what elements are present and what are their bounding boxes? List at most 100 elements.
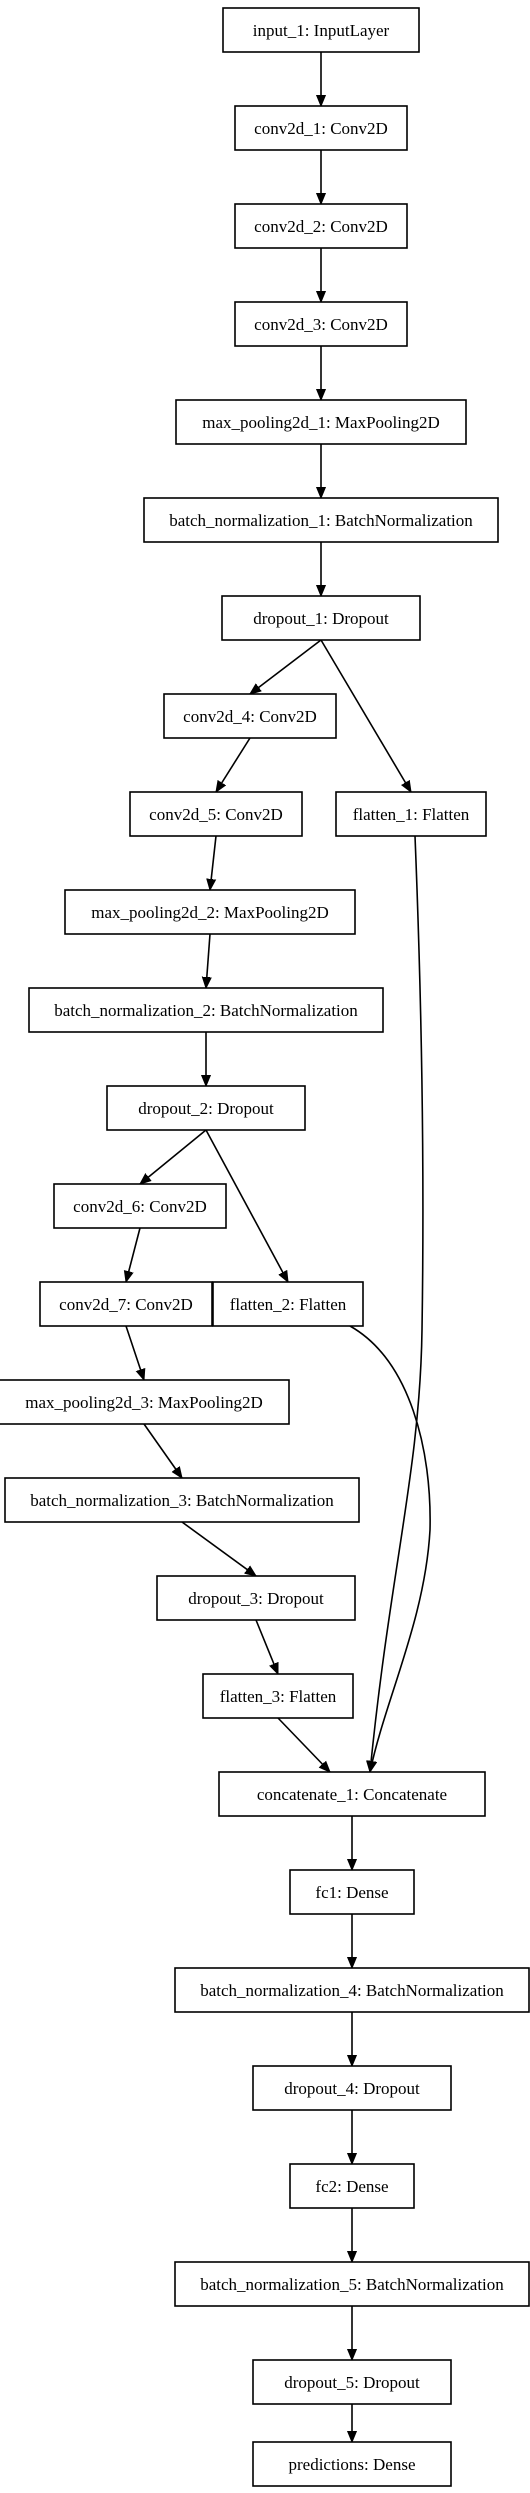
layer-label: batch_normalization_1: BatchNormalizatio… [169,511,473,530]
layer-label: batch_normalization_5: BatchNormalizatio… [200,2275,504,2294]
layer-box [289,2163,415,2209]
layer-box [252,2359,452,2405]
layer-box [252,2441,452,2487]
layer-node-max-pooling2d-1: max_pooling2d_1: MaxPooling2D [175,399,467,445]
edges-layer [125,52,431,2442]
layer-box [289,1869,415,1915]
layer-box [64,889,356,935]
layer-label: batch_normalization_2: BatchNormalizatio… [54,1001,358,1020]
layer-box [212,1281,364,1327]
edge-flatten-1-to-concatenate-1 [370,835,424,1772]
layer-node-dropout-4: dropout_4: Dropout [252,2065,452,2111]
layer-node-conv2d-2: conv2d_2: Conv2D [234,203,408,249]
layer-node-flatten-1: flatten_1: Flatten [335,791,487,837]
layer-label: flatten_1: Flatten [353,805,470,824]
layer-label: fc2: Dense [315,2177,388,2196]
layer-node-batch-normalization-3: batch_normalization_3: BatchNormalizatio… [4,1477,360,1523]
layer-label: input_1: InputLayer [253,21,390,40]
layer-box [202,1673,354,1719]
layer-label: flatten_2: Flatten [230,1295,347,1314]
layer-node-predictions: predictions: Dense [252,2441,452,2487]
layer-node-dropout-2: dropout_2: Dropout [106,1085,306,1131]
edge-max-pooling2d-2-to-batch-normalization-2 [206,933,210,988]
layer-box [4,1477,360,1523]
layer-node-batch-normalization-5: batch_normalization_5: BatchNormalizatio… [174,2261,530,2307]
layer-node-batch-normalization-4: batch_normalization_4: BatchNormalizatio… [174,1967,530,2013]
edge-dropout-2-to-conv2d-6 [140,1129,207,1184]
layer-node-conv2d-3: conv2d_3: Conv2D [234,301,408,347]
layer-label: dropout_4: Dropout [284,2079,420,2098]
layer-node-conv2d-6: conv2d_6: Conv2D [53,1183,227,1229]
edge-conv2d-7-to-max-pooling2d-3 [125,1325,144,1380]
layer-node-dropout-3: dropout_3: Dropout [156,1575,356,1621]
layer-node-input-1: input_1: InputLayer [222,7,420,53]
layer-node-fc1: fc1: Dense [289,1869,415,1915]
layer-box [28,987,384,1033]
layer-box [234,203,408,249]
edge-batch-normalization-3-to-dropout-3 [181,1521,256,1576]
layer-node-flatten-2: flatten_2: Flatten [212,1281,364,1327]
layer-node-dropout-5: dropout_5: Dropout [252,2359,452,2405]
layer-label: conv2d_2: Conv2D [254,217,388,236]
layer-label: dropout_3: Dropout [188,1589,324,1608]
layer-label: max_pooling2d_2: MaxPooling2D [91,903,329,922]
layer-box [163,693,337,739]
layer-label: conv2d_5: Conv2D [149,805,283,824]
layer-node-flatten-3: flatten_3: Flatten [202,1673,354,1719]
layer-node-conv2d-5: conv2d_5: Conv2D [129,791,303,837]
layer-box [221,595,421,641]
layer-label: dropout_1: Dropout [253,609,389,628]
edge-flatten-3-to-concatenate-1 [277,1717,330,1772]
edge-max-pooling2d-3-to-batch-normalization-3 [143,1423,182,1478]
edge-dropout-1-to-conv2d-4 [250,639,322,694]
layer-label: max_pooling2d_3: MaxPooling2D [25,1393,263,1412]
edge-flatten-2-to-concatenate-1 [349,1325,431,1772]
layer-node-batch-normalization-2: batch_normalization_2: BatchNormalizatio… [28,987,384,1033]
layer-label: dropout_2: Dropout [138,1099,274,1118]
layer-label: concatenate_1: Concatenate [257,1785,447,1804]
layer-box [175,399,467,445]
layer-label: conv2d_1: Conv2D [254,119,388,138]
layer-box [174,2261,530,2307]
edge-conv2d-4-to-conv2d-5 [216,737,251,792]
nodes-layer: input_1: InputLayer conv2d_1: Conv2D conv2… [0,7,530,2487]
layer-node-batch-normalization-1: batch_normalization_1: BatchNormalizatio… [143,497,499,543]
layer-box [234,301,408,347]
edge-conv2d-6-to-conv2d-7 [126,1227,141,1282]
layer-node-concatenate-1: concatenate_1: Concatenate [218,1771,486,1817]
layer-box [234,105,408,151]
layer-label: dropout_5: Dropout [284,2373,420,2392]
layer-label: max_pooling2d_1: MaxPooling2D [202,413,440,432]
edge-dropout-1-to-flatten-1 [320,639,412,792]
layer-label: batch_normalization_3: BatchNormalizatio… [30,1491,334,1510]
layer-box [0,1379,290,1425]
layer-node-conv2d-7: conv2d_7: Conv2D [39,1281,213,1327]
edge-conv2d-5-to-max-pooling2d-2 [210,835,217,890]
layer-box [218,1771,486,1817]
layer-label: conv2d_6: Conv2D [73,1197,207,1216]
layer-node-dropout-1: dropout_1: Dropout [221,595,421,641]
layer-node-fc2: fc2: Dense [289,2163,415,2209]
layer-box [222,7,420,53]
layer-label: conv2d_3: Conv2D [254,315,388,334]
layer-box [106,1085,306,1131]
layer-node-max-pooling2d-3: max_pooling2d_3: MaxPooling2D [0,1379,290,1425]
layer-node-conv2d-1: conv2d_1: Conv2D [234,105,408,151]
layer-box [39,1281,213,1327]
layer-box [129,791,303,837]
layer-box [335,791,487,837]
layer-label: flatten_3: Flatten [220,1687,337,1706]
layer-node-conv2d-4: conv2d_4: Conv2D [163,693,337,739]
layer-label: batch_normalization_4: BatchNormalizatio… [200,1981,504,2000]
layer-box [174,1967,530,2013]
layer-box [53,1183,227,1229]
edge-dropout-3-to-flatten-3 [255,1619,279,1674]
layer-box [143,497,499,543]
layer-box [156,1575,356,1621]
layer-label: conv2d_7: Conv2D [59,1295,193,1314]
layer-label: predictions: Dense [289,2455,416,2474]
layer-node-max-pooling2d-2: max_pooling2d_2: MaxPooling2D [64,889,356,935]
layer-label: conv2d_4: Conv2D [183,707,317,726]
edge-dropout-2-to-flatten-2 [205,1129,289,1282]
